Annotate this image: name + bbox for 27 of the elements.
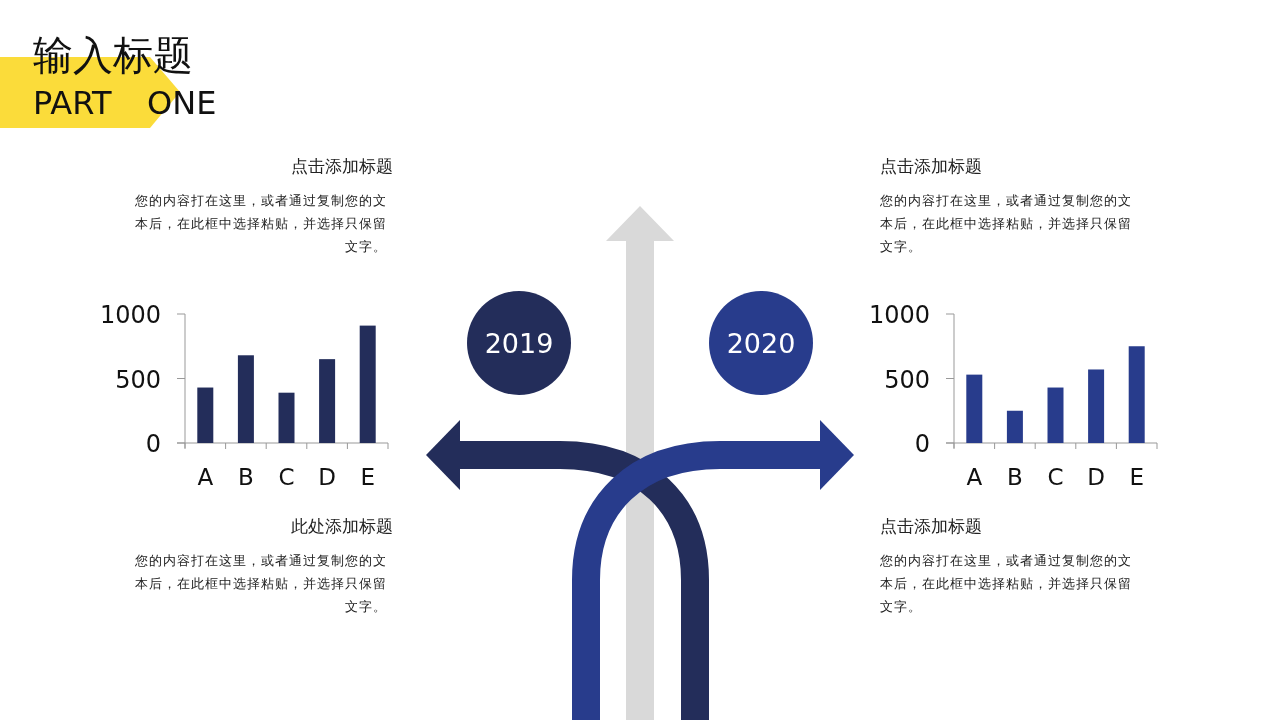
axis-category-label: B	[238, 464, 254, 490]
heading: 此处添加标题	[290, 515, 393, 538]
axis-category-label: D	[318, 464, 336, 490]
part-label: PART	[33, 84, 112, 122]
year-circle: 2020	[709, 291, 813, 395]
axis-tick-label: 0	[145, 430, 161, 458]
year-circle: 2019	[467, 291, 571, 395]
axis-category-label: A	[197, 464, 214, 490]
axis-tick-label: 0	[914, 430, 930, 458]
axis-category-label: D	[1087, 464, 1105, 490]
axis-tick-label: 1000	[869, 301, 930, 329]
body-text: 您的内容打在这里，或者通过复制您的文本后，在此框中选择粘贴，并选择只保留文字。	[880, 552, 1133, 616]
heading: 点击添加标题	[880, 155, 983, 178]
body-text: 您的内容打在这里，或者通过复制您的文本后，在此框中选择粘贴，并选择只保留文字。	[134, 552, 387, 616]
heading: 点击添加标题	[290, 155, 393, 178]
axis-category-label: C	[278, 464, 295, 490]
body-text: 您的内容打在这里，或者通过复制您的文本后，在此框中选择粘贴，并选择只保留文字。	[134, 192, 387, 256]
axis-category-label: A	[966, 464, 983, 490]
axis-category-label: E	[1129, 464, 1144, 490]
axis-tick-label: 1000	[100, 301, 161, 329]
axis-category-label: B	[1007, 464, 1023, 490]
body-text: 您的内容打在这里，或者通过复制您的文本后，在此框中选择粘贴，并选择只保留文字。	[880, 192, 1133, 256]
heading: 点击添加标题	[880, 515, 983, 538]
axis-tick-label: 500	[884, 365, 930, 394]
axis-tick-label: 500	[115, 365, 161, 394]
axis-category-label: C	[1047, 464, 1064, 490]
axis-category-label: E	[360, 464, 375, 490]
